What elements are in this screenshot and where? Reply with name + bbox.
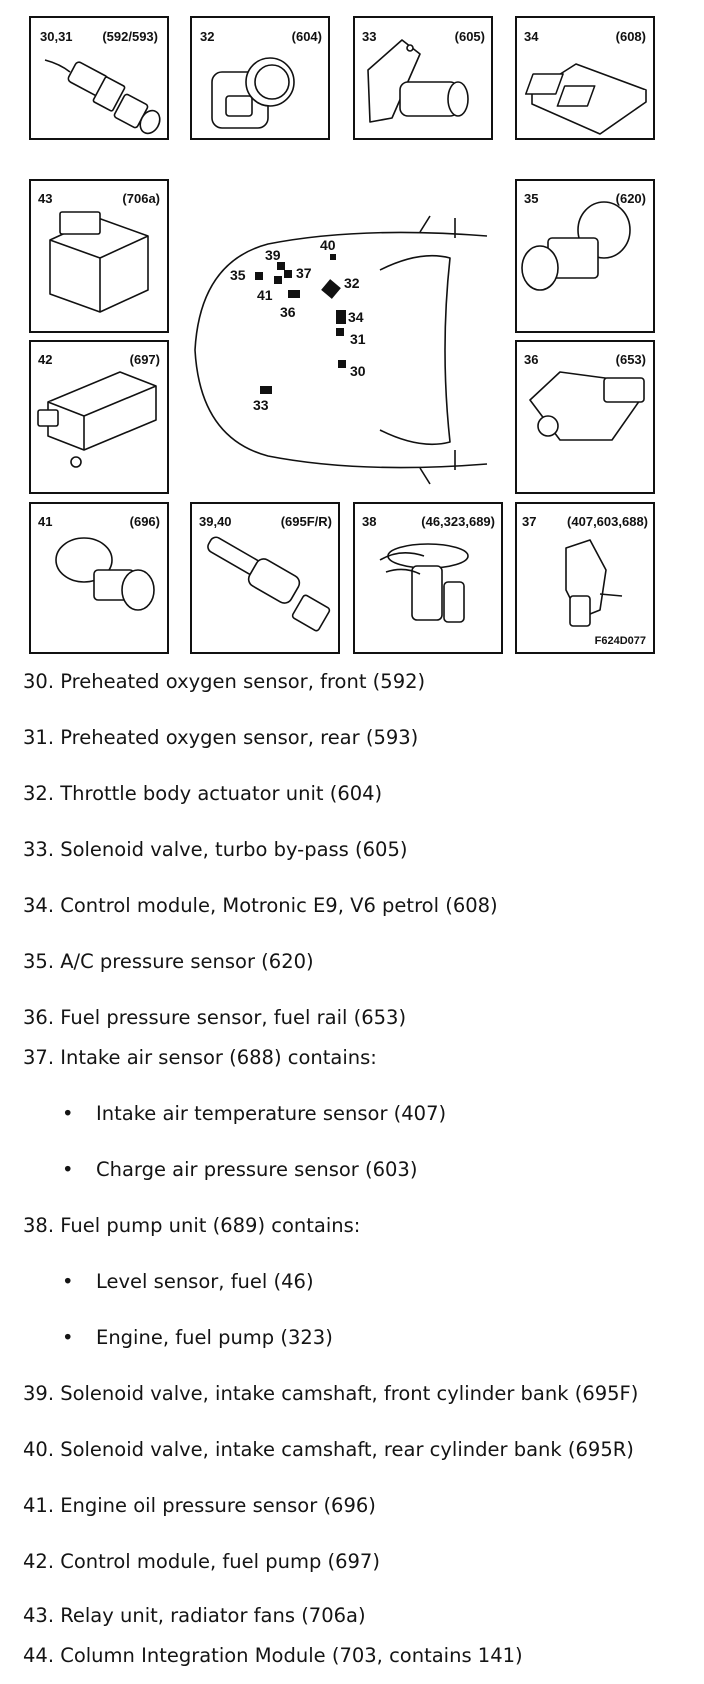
box-33-code: (605) <box>455 29 485 44</box>
marker-32 <box>321 279 341 299</box>
box-42-code: (697) <box>130 352 160 367</box>
list-item-36: 36. Fuel pressure sensor, fuel rail (653… <box>23 1006 407 1029</box>
list-item-34: 34. Control module, Motronic E9, V6 petr… <box>23 894 498 917</box>
box-33-num: 33 <box>362 29 376 44</box>
list-subitem-407: Intake air temperature sensor (407) <box>96 1102 447 1125</box>
marker-37 <box>284 270 292 278</box>
bullet: • <box>62 1326 74 1349</box>
bullet: • <box>62 1102 74 1125</box>
box-32-code: (604) <box>292 29 322 44</box>
relay-unit-drawing <box>49 211 149 313</box>
box-35-code: (620) <box>616 191 646 206</box>
list-item-44: 44. Column Integration Module (703, cont… <box>23 1644 523 1667</box>
box-38-num: 38 <box>362 514 376 529</box>
car-label-33: 33 <box>253 397 269 413</box>
car-label-39: 39 <box>265 247 281 263</box>
list-item-38: 38. Fuel pump unit (689) contains: <box>23 1214 361 1237</box>
component-box-39-40 <box>190 502 340 654</box>
box-32-num: 32 <box>200 29 214 44</box>
marker-41 <box>288 290 300 298</box>
fuel-pump-control-module-drawing <box>37 371 157 468</box>
car-label-37: 37 <box>296 265 312 281</box>
car-label-40: 40 <box>320 237 336 253</box>
list-item-41: 41. Engine oil pressure sensor (696) <box>23 1494 376 1517</box>
list-subitem-323: Engine, fuel pump (323) <box>96 1326 333 1349</box>
list-item-32: 32. Throttle body actuator unit (604) <box>23 782 383 805</box>
car-outline <box>194 215 488 485</box>
car-label-34: 34 <box>348 309 364 325</box>
component-box-34 <box>515 16 655 140</box>
box-30-31-num: 30,31 <box>40 29 73 44</box>
list-subitem-46: Level sensor, fuel (46) <box>96 1270 314 1293</box>
component-box-33 <box>353 16 493 140</box>
box-35-num: 35 <box>524 191 538 206</box>
component-box-32 <box>190 16 330 140</box>
list-item-35: 35. A/C pressure sensor (620) <box>23 950 314 973</box>
ac-pressure-sensor-drawing <box>521 201 631 291</box>
marker-35 <box>255 272 263 280</box>
oxygen-sensor-drawing <box>44 59 161 135</box>
car-label-36: 36 <box>280 304 296 320</box>
box-38-code: (46,323,689) <box>421 514 495 529</box>
box-43-num: 43 <box>38 191 52 206</box>
list-item-30: 30. Preheated oxygen sensor, front (592) <box>23 670 426 693</box>
marker-31 <box>336 328 344 336</box>
component-box-38 <box>353 502 503 654</box>
control-module-drawing <box>524 63 647 135</box>
marker-33 <box>260 386 272 394</box>
box-37-code: (407,603,688) <box>567 514 648 529</box>
fuel-pump-unit-drawing <box>379 543 469 623</box>
box-39-40-code: (695F/R) <box>281 514 332 529</box>
list-item-31: 31. Preheated oxygen sensor, rear (593) <box>23 726 419 749</box>
list-item-42: 42. Control module, fuel pump (697) <box>23 1550 380 1573</box>
camshaft-solenoid-drawing <box>207 536 331 632</box>
list-subitem-603: Charge air pressure sensor (603) <box>96 1158 418 1181</box>
fuel-pressure-sensor-drawing <box>529 371 645 441</box>
component-box-42 <box>29 340 169 494</box>
box-41-code: (696) <box>130 514 160 529</box>
component-box-37 <box>515 502 655 654</box>
car-label-32: 32 <box>344 275 360 291</box>
marker-34 <box>336 310 346 324</box>
component-box-41 <box>29 502 169 654</box>
car-label-41: 41 <box>257 287 273 303</box>
box-36-code: (653) <box>616 352 646 367</box>
box-34-code: (608) <box>616 29 646 44</box>
marker-30 <box>338 360 346 368</box>
oil-pressure-sensor-drawing <box>55 537 155 611</box>
list-item-43: 43. Relay unit, radiator fans (706a) <box>23 1604 366 1627</box>
marker-39 <box>277 262 285 270</box>
box-30-31-code: (592/593) <box>102 29 158 44</box>
car-label-35: 35 <box>230 267 246 283</box>
component-box-43 <box>29 179 169 333</box>
car-label-30: 30 <box>350 363 366 379</box>
list-item-39: 39. Solenoid valve, intake camshaft, fro… <box>23 1382 639 1405</box>
solenoid-valve-drawing <box>367 39 469 123</box>
bullet: • <box>62 1270 74 1293</box>
intake-air-sensor-drawing <box>565 539 623 627</box>
box-36-num: 36 <box>524 352 538 367</box>
component-box-30-31 <box>29 16 169 140</box>
box-41-num: 41 <box>38 514 52 529</box>
component-box-36 <box>515 340 655 494</box>
component-box-35 <box>515 179 655 333</box>
box-37-num: 37 <box>522 514 536 529</box>
box-39-40-num: 39,40 <box>199 514 232 529</box>
list-item-37: 37. Intake air sensor (688) contains: <box>23 1046 377 1069</box>
component-location-diagram: 30,31 (592/593) 32 (604) 33 (605) 34 (60… <box>29 16 655 654</box>
marker-35b <box>274 276 282 284</box>
car-label-31: 31 <box>350 331 366 347</box>
marker-40 <box>330 254 336 260</box>
list-item-40: 40. Solenoid valve, intake camshaft, rea… <box>23 1438 634 1461</box>
throttle-body-drawing <box>211 57 295 129</box>
box-34-num: 34 <box>524 29 539 44</box>
figure-id: F624D077 <box>595 635 646 647</box>
bullet: • <box>62 1158 74 1181</box>
box-42-num: 42 <box>38 352 52 367</box>
list-item-33: 33. Solenoid valve, turbo by-pass (605) <box>23 838 408 861</box>
box-43-code: (706a) <box>122 191 160 206</box>
